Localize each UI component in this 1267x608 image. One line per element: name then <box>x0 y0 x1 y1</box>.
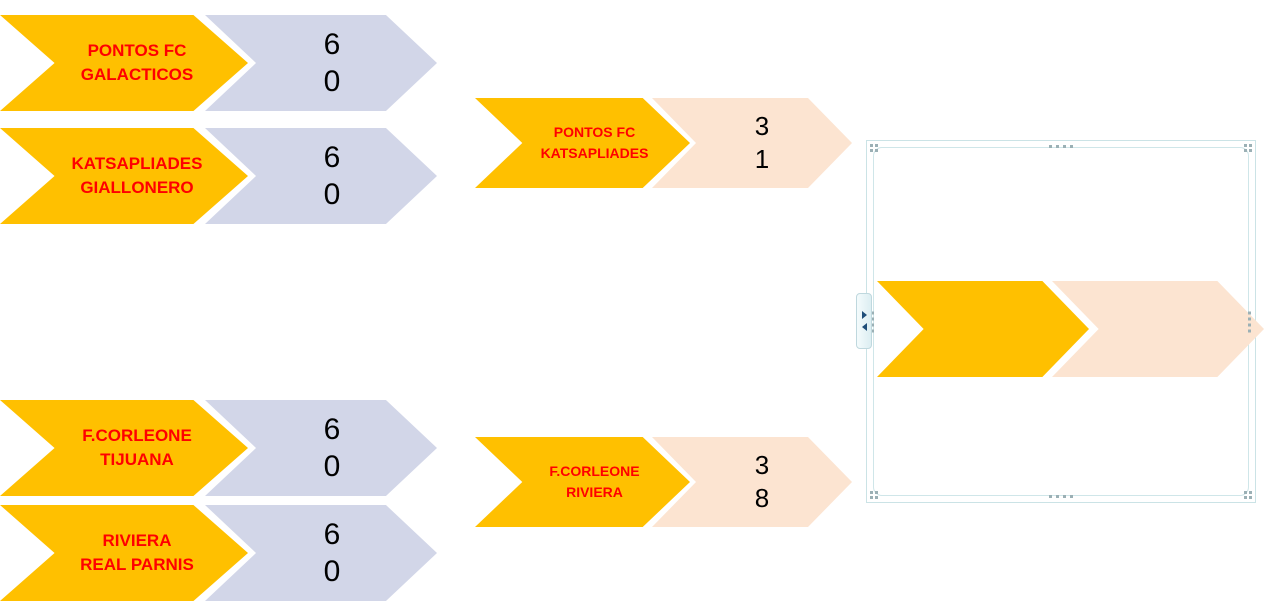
resize-handle-top-center[interactable] <box>1049 145 1073 148</box>
team-name: KATSAPLIADES <box>540 145 649 161</box>
handle-dot <box>870 144 873 147</box>
handle-dot <box>870 491 873 494</box>
score-value: 0 <box>323 178 341 211</box>
handle-dot <box>875 496 878 499</box>
smartart-selection-frame[interactable] <box>866 140 1264 503</box>
team-name: KATSAPLIADES <box>71 154 203 174</box>
handle-dot <box>1244 496 1247 499</box>
team-panel-final[interactable] <box>877 281 1089 377</box>
handle-dot <box>875 144 878 147</box>
handle-dot <box>875 491 878 494</box>
team-name: TIJUANA <box>100 450 174 469</box>
team-panel-sf2[interactable]: F.CORLEONE RIVIERA <box>475 437 690 527</box>
score-value: 0 <box>323 555 341 588</box>
score-value: 3 <box>754 449 770 480</box>
resize-handle-middle-right[interactable] <box>1248 311 1251 332</box>
handle-dot <box>1244 144 1247 147</box>
handle-dot <box>871 311 874 314</box>
handle-dot <box>1248 323 1251 326</box>
team-panel-qf3[interactable]: F.CORLEONE TIJUANA <box>0 400 248 496</box>
team-panel-sf1[interactable]: PONTOS FC KATSAPLIADES <box>475 98 690 188</box>
resize-handle-top-left[interactable] <box>870 144 878 152</box>
team-name: PONTOS FC <box>553 124 636 141</box>
team-panel-qf2[interactable]: KATSAPLIADES GIALLONERO <box>0 128 248 224</box>
handle-dot <box>871 329 874 332</box>
triangle-left-icon <box>861 323 867 331</box>
handle-dot <box>870 496 873 499</box>
team-name: GALACTICOS <box>80 65 194 84</box>
handle-dot <box>1248 329 1251 332</box>
handle-dot <box>1056 145 1059 148</box>
team-name: PONTOS FC <box>87 41 187 61</box>
triangle-right-icon <box>861 311 867 319</box>
handle-dot <box>1249 491 1252 494</box>
resize-handle-bottom-left[interactable] <box>870 491 878 499</box>
team-name: RIVIERA <box>566 484 623 500</box>
team-panel-qf4[interactable]: RIVIERA REAL PARNIS <box>0 505 248 601</box>
handle-dot <box>1244 491 1247 494</box>
score-value: 1 <box>754 144 770 174</box>
handle-dot <box>1063 495 1066 498</box>
handle-dot <box>1244 149 1247 152</box>
score-value: 6 <box>323 412 341 446</box>
team-name: GIALLONERO <box>80 178 194 197</box>
resize-handle-bottom-right[interactable] <box>1244 491 1252 499</box>
team-name: F.CORLEONE <box>549 463 640 480</box>
resize-handle-top-right[interactable] <box>1244 144 1252 152</box>
handle-dot <box>871 323 874 326</box>
handle-dot <box>870 149 873 152</box>
score-value: 6 <box>323 517 341 551</box>
score-value: 6 <box>323 27 341 61</box>
team-name: F.CORLEONE <box>82 426 192 446</box>
resize-handle-middle-left[interactable] <box>871 311 874 332</box>
handle-dot <box>1049 495 1052 498</box>
text-pane-toggle-button[interactable] <box>856 293 872 349</box>
handle-dot <box>1063 145 1066 148</box>
team-name: REAL PARNIS <box>80 555 194 574</box>
handle-dot <box>1070 145 1073 148</box>
score-value: 0 <box>323 65 341 98</box>
handle-dot <box>1248 311 1251 314</box>
handle-dot <box>1049 145 1052 148</box>
handle-dot <box>1249 496 1252 499</box>
handle-dot <box>1249 144 1252 147</box>
score-panel-qf3[interactable]: 6 0 <box>205 400 437 496</box>
handle-dot <box>871 317 874 320</box>
handle-dot <box>875 149 878 152</box>
team-panel-qf1[interactable]: PONTOS FC GALACTICOS <box>0 15 248 111</box>
handle-dot <box>1056 495 1059 498</box>
handle-dot <box>1070 495 1073 498</box>
team-name: RIVIERA <box>102 531 172 551</box>
score-value: 0 <box>323 450 341 483</box>
resize-handle-bottom-center[interactable] <box>1049 495 1073 498</box>
score-value: 6 <box>323 140 341 174</box>
score-value: 3 <box>754 110 770 141</box>
handle-dot <box>1249 149 1252 152</box>
score-value: 8 <box>754 483 770 513</box>
handle-dot <box>1248 317 1251 320</box>
